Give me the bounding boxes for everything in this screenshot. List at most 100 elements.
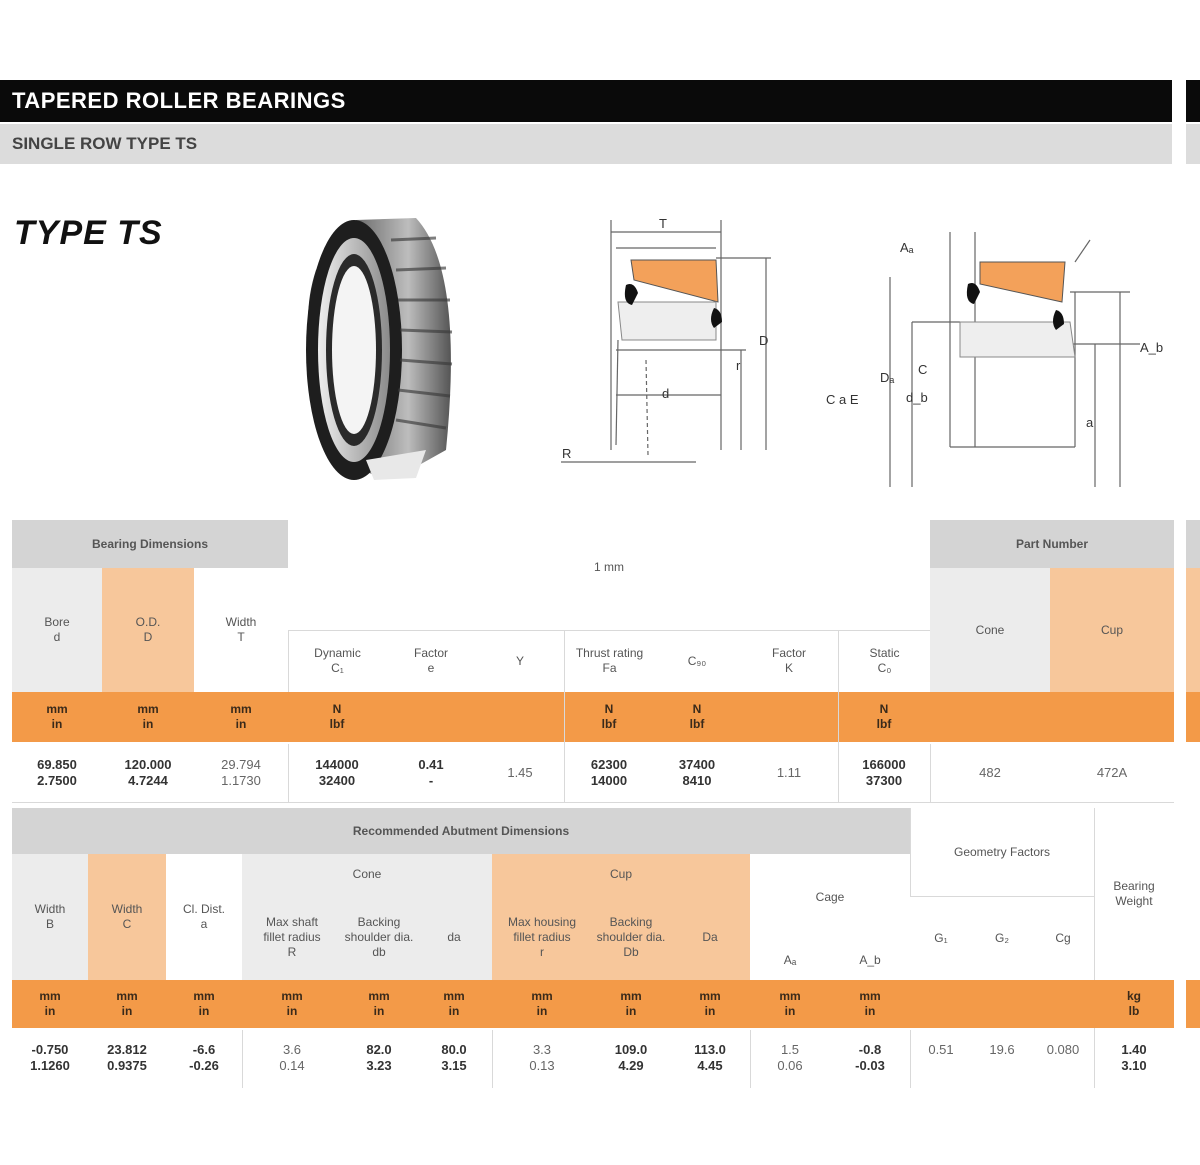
cell-c90: 37400 8410 [678, 756, 716, 788]
cell-Db: 109.0 4.29 [614, 1041, 648, 1073]
unit-dynamic: N lbf [288, 692, 386, 742]
diagram-note: C a E [826, 392, 859, 407]
label-R: R [562, 446, 571, 461]
group-part-number: Part Number [930, 520, 1174, 568]
unit-Aa: mm in [750, 980, 830, 1028]
col-header-Aa: Aₐ [750, 940, 830, 980]
type-title: TYPE TS [14, 214, 163, 252]
col-group-cone: Cone [242, 854, 492, 894]
cell-G1: 0.51 [928, 1041, 954, 1057]
cell-factor-e: 0.41 - [418, 756, 444, 788]
col-header-width: Width T [194, 568, 288, 692]
cell-cup: 472A [1096, 764, 1128, 780]
unit-Da: mm in [670, 980, 750, 1028]
unit-width-b: mm in [12, 980, 88, 1028]
load-ratings-note: 1 mm [288, 520, 930, 630]
unit-R: mm in [242, 980, 342, 1028]
cell-cl-dist: -6.6 -0.26 [189, 1041, 219, 1073]
edge-strip-gray [1186, 124, 1200, 164]
label-a: a [1086, 415, 1094, 430]
cell-weight: 1.40 3.10 [1121, 1041, 1147, 1073]
col-header-y: Y [476, 630, 564, 692]
col-group-cup: Cup [492, 854, 750, 894]
unit-width: mm in [194, 692, 288, 742]
cell-bore: 69.850 2.7500 [37, 756, 77, 788]
col-header-c90: C₉₀ [654, 630, 740, 692]
unit-bore: mm in [12, 692, 102, 742]
cell-db: 82.0 3.23 [366, 1041, 392, 1073]
col-header-weight: Bearing Weight [1094, 808, 1174, 980]
section-subbanner: SINGLE ROW TYPE TS [0, 124, 1172, 164]
cell-width-b: -0.750 1.1260 [30, 1041, 70, 1073]
col-header-Ab: A_b [830, 940, 910, 980]
unit-static: N lbf [838, 692, 930, 742]
unit-Db: mm in [592, 980, 670, 1028]
cell-R: 3.6 0.14 [279, 1041, 305, 1073]
cell-od: 120.000 4.7244 [124, 756, 172, 788]
cell-da: 80.0 3.15 [441, 1041, 467, 1073]
section-banner: TAPERED ROLLER BEARINGS [0, 80, 1172, 122]
cell-width: 29.794 1.1730 [221, 756, 261, 788]
col-header-cup: Cup [1050, 568, 1174, 692]
unit-cl-dist: mm in [166, 980, 242, 1028]
label-Da: Dₐ [880, 370, 894, 385]
cell-fa: 62300 14000 [590, 756, 628, 788]
unit-c90: N lbf [654, 692, 740, 742]
col-header-od: O.D. D [102, 568, 194, 692]
col-header-width-b: Width B [12, 854, 88, 980]
col-header-cup-fillet: Max housing fillet radius r [492, 894, 592, 980]
label-D: D [759, 333, 768, 348]
col-header-factor-k: Factor K [740, 630, 838, 692]
cell-Aa: 1.5 0.06 [777, 1041, 803, 1073]
cell-dynamic: 144000 32400 [315, 756, 359, 788]
cell-cone: 482 [979, 764, 1001, 780]
col-header-cone-fillet: Max shaft fillet radius R [242, 894, 342, 980]
cell-Ab: -0.8 -0.03 [855, 1041, 885, 1073]
col-header-static: Static C₀ [838, 630, 930, 692]
unit-od: mm in [102, 692, 194, 742]
col-header-cup-Da: Da [670, 894, 750, 980]
col-header-cone-db: Backing shoulder dia. db [342, 894, 416, 980]
unit-db: mm in [342, 980, 416, 1028]
col-header-Cg: Cg [1032, 896, 1094, 980]
bearing-photo-icon [306, 218, 453, 480]
col-header-cone-da: da [416, 894, 492, 980]
col-header-bore: Bore d [12, 568, 102, 692]
col-header-thrust: Thrust rating Fa [564, 630, 654, 692]
col-header-G2: G₂ [972, 896, 1032, 980]
unit-fa: N lbf [564, 692, 654, 742]
col-group-cage: Cage [750, 854, 910, 940]
col-header-G1: G₁ [910, 896, 972, 980]
unit-Ab: mm in [830, 980, 910, 1028]
label-r: r [736, 358, 741, 373]
label-d: d [662, 386, 669, 401]
unit-weight: kg lb [1094, 980, 1174, 1028]
label-db: d_b [906, 390, 928, 405]
col-header-dynamic: Dynamic C₁ [288, 630, 386, 692]
mounting-abutment-diagram: Aₐ A_b Dₐ d_b C a C a E [826, 232, 1163, 487]
cell-r: 3.3 0.13 [529, 1041, 555, 1073]
group-bearing-dimensions: Bearing Dimensions [12, 520, 288, 568]
unit-width-c: mm in [88, 980, 166, 1028]
cell-width-c: 23.812 0.9375 [107, 1041, 147, 1073]
cell-k: 1.11 [776, 764, 802, 780]
unit-r: mm in [492, 980, 592, 1028]
label-T: T [659, 216, 667, 231]
label-Ab: A_b [1140, 340, 1163, 355]
label-C: C [918, 362, 927, 377]
group-geometry-factors: Geometry Factors [910, 808, 1094, 896]
col-header-cone: Cone [930, 568, 1050, 692]
cell-static: 166000 37300 [862, 756, 906, 788]
cell-Da: 113.0 4.45 [694, 1041, 726, 1073]
label-Aa: Aₐ [900, 240, 914, 255]
col-header-factor: Factor e [386, 630, 476, 692]
cell-y: 1.45 [507, 764, 533, 780]
group-recommended-abutment: Recommended Abutment Dimensions [12, 808, 910, 854]
cell-Cg: 0.080 [1046, 1041, 1080, 1057]
col-header-width-c: Width C [88, 854, 166, 980]
bearing-dimension-diagram: T D r d R [561, 216, 771, 463]
edge-strip-dark [1186, 80, 1200, 122]
cell-G2: 19.6 [989, 1041, 1015, 1057]
col-header-cup-Db: Backing shoulder dia. Db [592, 894, 670, 980]
col-header-cl-dist: Cl. Dist. a [166, 854, 242, 980]
